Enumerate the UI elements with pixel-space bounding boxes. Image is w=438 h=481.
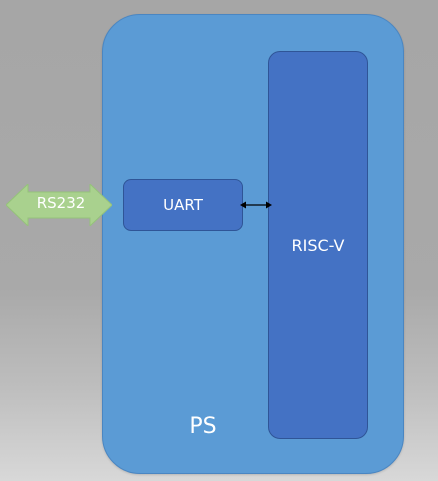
- connector-left-arrowhead: [240, 201, 246, 209]
- rs232-double-arrow: [6, 184, 112, 226]
- rs232-label: RS232: [36, 194, 86, 212]
- connector-right-arrowhead: [266, 201, 272, 209]
- riscv-block: RISC-V: [268, 51, 368, 439]
- ps-label: PS: [189, 414, 217, 439]
- rs232-arrow-shape: [6, 184, 112, 226]
- uart-riscv-connector: [240, 201, 272, 209]
- uart-block: UART: [123, 179, 243, 231]
- riscv-label: RISC-V: [291, 235, 345, 255]
- uart-label: UART: [163, 196, 203, 214]
